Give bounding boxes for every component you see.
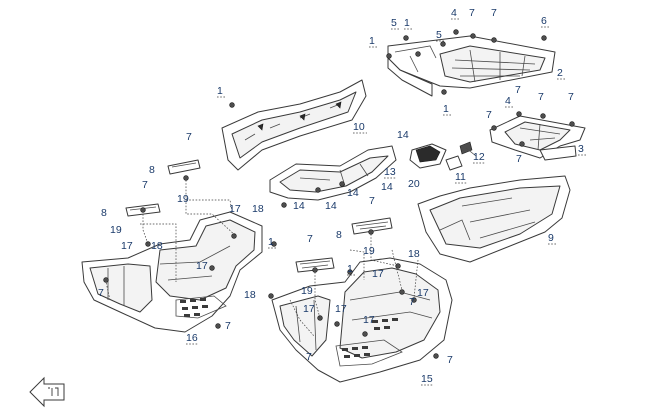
callout-7j: 7 — [369, 195, 375, 207]
callout-1b: 1 — [404, 17, 410, 29]
callout-7g: 7 — [516, 153, 522, 165]
callout-18d: 18 — [244, 289, 256, 301]
callout-17g: 17 — [363, 314, 375, 326]
callout-15: 15 — [421, 373, 433, 385]
part-footrest-bars — [125, 159, 393, 273]
callout-9: 9 — [548, 232, 554, 244]
part-center-tunnel-cover — [269, 145, 397, 201]
callout-19a: 19 — [177, 193, 189, 205]
callout-20: 20 — [408, 178, 420, 190]
callout-1e: 1 — [268, 236, 274, 248]
callout-14b: 14 — [381, 181, 393, 193]
part-left-footwell — [81, 211, 263, 333]
callout-10: 10 — [353, 121, 365, 133]
part-rear-tray — [387, 35, 556, 97]
callout-4a: 4 — [451, 7, 457, 19]
callout-12: 12 — [473, 151, 485, 163]
callout-5b: 5 — [436, 29, 442, 41]
callout-18a: 18 — [252, 203, 264, 215]
callout-4b: 4 — [505, 95, 511, 107]
callout-7f: 7 — [568, 91, 574, 103]
callout-17c: 17 — [196, 260, 208, 272]
callout-7c: 7 — [486, 109, 492, 121]
callout-7a: 7 — [469, 7, 475, 19]
callout-7b: 7 — [491, 7, 497, 19]
callout-18c: 18 — [408, 248, 420, 260]
callout-7m: 7 — [225, 320, 231, 332]
callout-14d: 14 — [325, 200, 337, 212]
callout-3: 3 — [578, 143, 584, 155]
callout-layer: 1 1 1 1 1 1 2 3 4 4 5 5 6 7 7 7 7 7 7 7 … — [98, 7, 584, 385]
callout-7h: 7 — [186, 131, 192, 143]
callout-1f: 1 — [347, 263, 353, 275]
callout-14c: 14 — [347, 187, 359, 199]
callout-8a: 8 — [149, 164, 155, 176]
part-small-cover — [409, 143, 463, 171]
part-left-side-panel — [221, 79, 367, 171]
callout-19b: 19 — [110, 224, 122, 236]
callout-5a: 5 — [391, 17, 397, 29]
callout-17e: 17 — [303, 303, 315, 315]
callout-1c: 1 — [443, 103, 449, 115]
callout-6: 6 — [541, 15, 547, 27]
callout-7n: 7 — [306, 351, 312, 363]
callout-1d: 1 — [217, 85, 223, 97]
callout-17a: 17 — [229, 203, 241, 215]
fasteners — [103, 29, 575, 359]
callout-16: 16 — [186, 332, 198, 344]
callout-17h: 17 — [372, 268, 384, 280]
callout-19c: 19 — [363, 245, 375, 257]
callout-7d: 7 — [515, 84, 521, 96]
callout-17d: 17 — [417, 287, 429, 299]
part-right-side-panel — [417, 175, 571, 263]
callout-13: 13 — [384, 166, 396, 178]
callout-7l: 7 — [98, 287, 104, 299]
callout-8b: 8 — [101, 207, 107, 219]
callout-14e: 14 — [293, 200, 305, 212]
callout-18b: 18 — [151, 240, 163, 252]
callout-7o: 7 — [409, 296, 415, 308]
callout-17f: 17 — [335, 303, 347, 315]
part-right-footwell — [271, 257, 453, 383]
callout-7i: 7 — [142, 179, 148, 191]
callout-19d: 19 — [301, 285, 313, 297]
callout-17b: 17 — [121, 240, 133, 252]
callout-11: 11 — [455, 171, 466, 183]
part-rear-bracket — [489, 115, 586, 161]
callout-ticks — [186, 18, 586, 386]
callout-7k: 7 — [307, 233, 313, 245]
front-arrow-icon — [29, 376, 65, 408]
callout-7e: 7 — [538, 91, 544, 103]
assembly-leaders — [105, 180, 419, 337]
callout-14a: 14 — [397, 129, 409, 141]
callout-8c: 8 — [336, 229, 342, 241]
callout-7p: 7 — [447, 354, 453, 366]
callout-1a: 1 — [369, 35, 375, 47]
part-bolt-12 — [459, 141, 477, 157]
callout-2: 2 — [557, 67, 563, 79]
